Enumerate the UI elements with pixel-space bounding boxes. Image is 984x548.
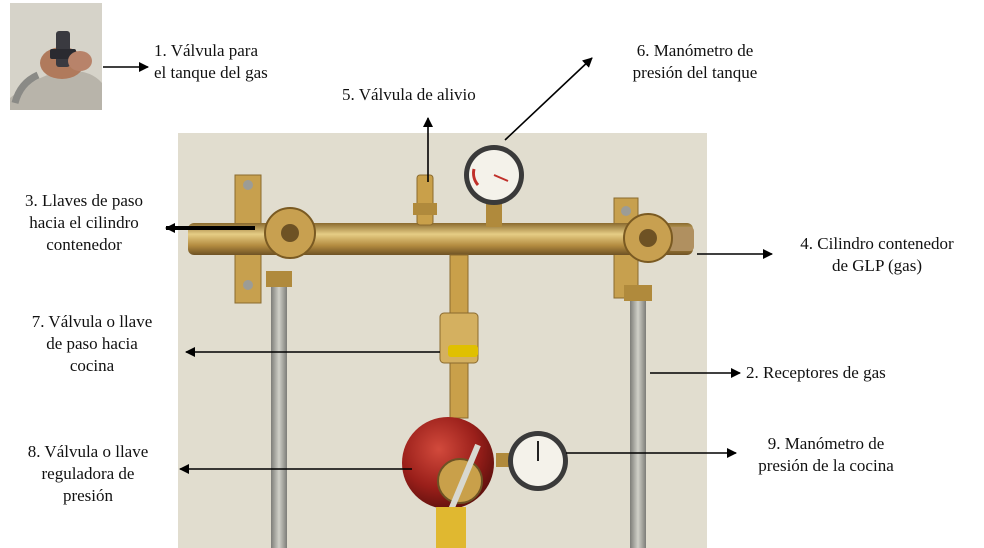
label-1: 1. Válvula para el tanque del gas: [154, 41, 268, 82]
label-4: 4. Cilindro contenedor de GLP (gas): [800, 234, 954, 275]
label-6: 6. Manómetro de presión del tanque: [632, 41, 758, 82]
arrow-6: [504, 57, 593, 141]
gas-manifold-photo: [178, 133, 707, 548]
label-8: 8. Válvula o llave reguladora de presión: [27, 442, 149, 505]
label-9: 9. Manómetro de presión de la cocina: [758, 434, 894, 475]
label-5: 5. Válvula de alivio: [342, 85, 476, 104]
label-3: 3. Llaves de paso hacia el cilindro cont…: [24, 191, 144, 254]
label-2: 2. Receptores de gas: [746, 363, 886, 382]
tank-valve-photo: [10, 3, 102, 110]
label-7: 7. Válvula o llave de paso hacia cocina: [31, 312, 153, 375]
